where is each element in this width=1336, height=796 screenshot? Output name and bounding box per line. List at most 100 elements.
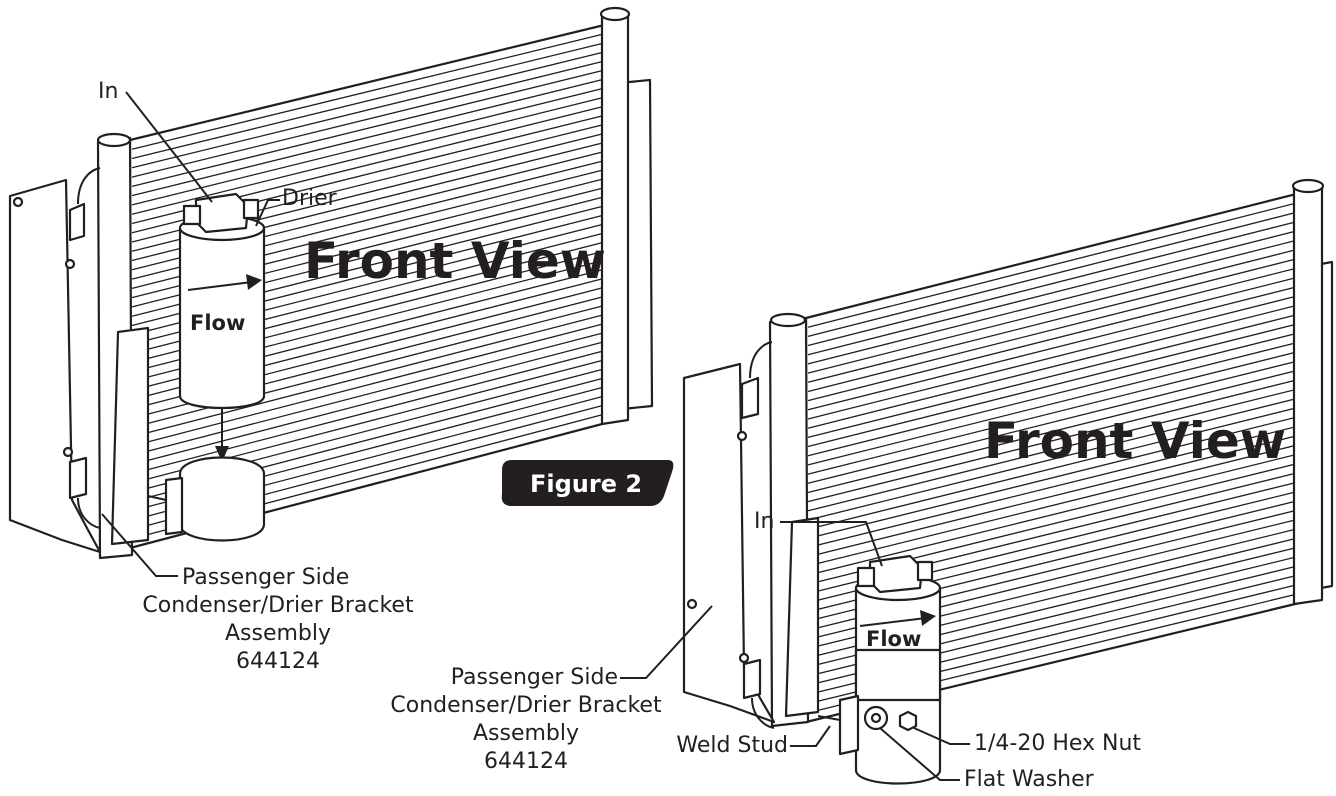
condenser-fin — [131, 28, 625, 150]
left-top-fitting — [68, 202, 86, 242]
condenser-fin — [807, 429, 1320, 558]
left-bracket-arm — [110, 326, 150, 546]
condenser-fin — [131, 55, 625, 178]
left-bracket-bolt-low — [62, 446, 74, 458]
left-down-arrowhead — [215, 446, 229, 462]
left-right-tank-cap — [599, 6, 631, 22]
right-washer-leader — [879, 727, 960, 781]
right-bracket-bolt-low — [686, 598, 698, 610]
left-flow-arrowhead — [246, 274, 262, 290]
left-top-pipe — [77, 167, 101, 205]
condenser-fin — [131, 64, 625, 188]
condenser-fin — [807, 448, 1320, 576]
condenser-fin — [807, 299, 1320, 429]
left-weld-stud — [147, 495, 167, 501]
right-bracket-arm — [784, 516, 820, 718]
left-clamp-tab — [164, 476, 184, 536]
right-right-tank-cap — [1291, 178, 1325, 194]
condenser-fin — [807, 233, 1320, 365]
condenser-fin — [131, 82, 625, 206]
condenser-fin — [807, 327, 1320, 457]
left-drier-canister — [178, 226, 266, 410]
hex-nut-icon — [898, 710, 918, 732]
condenser-fin — [807, 205, 1320, 338]
condenser-fin — [807, 345, 1320, 475]
condenser-fin — [131, 317, 625, 447]
right-drier-inlet-fitting — [856, 566, 876, 588]
figure-label: Figure 2 — [530, 470, 642, 498]
left-drier-label: Drier — [282, 186, 338, 211]
right-top-pipe — [749, 341, 773, 379]
right-view-title: Front View — [984, 412, 1286, 470]
condenser-fin — [131, 326, 625, 456]
left-bracket-line-2: Condenser/Drier Bracket — [142, 593, 414, 618]
washer-hole — [870, 712, 882, 724]
condenser-fin — [807, 280, 1320, 411]
left-flow-label: Flow — [190, 311, 245, 335]
condenser-fin — [807, 252, 1320, 383]
left-bracket-bolt-top — [12, 196, 24, 208]
right-weld-stud — [817, 715, 841, 721]
right-hex-nut-label: 1/4-20 Hex Nut — [974, 731, 1141, 756]
left-drier-clamp — [178, 456, 266, 542]
right-washer-label: Flat Washer — [964, 767, 1095, 792]
right-tank-cap — [769, 312, 807, 328]
left-bracket-line-1: Passenger Side — [182, 565, 349, 590]
condenser-fin — [807, 224, 1320, 356]
left-bottom-fitting — [68, 456, 88, 500]
left-drier-leader — [255, 199, 280, 227]
condenser-fin — [807, 271, 1320, 402]
left-tank-cap — [96, 132, 132, 148]
arrow-right-icon — [859, 617, 927, 627]
left-view-title: Front View — [304, 232, 606, 290]
right-right-tank — [1292, 182, 1324, 606]
condenser-fin — [131, 308, 625, 438]
condenser-fin — [131, 335, 625, 466]
condenser-fin — [807, 289, 1320, 420]
left-drier-inlet-fitting — [182, 204, 202, 226]
right-drier-outlet-fitting — [916, 560, 934, 582]
right-bracket-line-1: Passenger Side — [451, 665, 618, 690]
condenser-fin — [807, 438, 1320, 567]
left-bracket-line-4: 644124 — [236, 649, 320, 674]
condenser-fin — [807, 383, 1320, 512]
condenser-fin — [807, 215, 1320, 347]
right-weld-stud-leader — [790, 725, 831, 747]
right-bracket-line-3: Assembly — [473, 721, 579, 746]
condenser-fin — [807, 336, 1320, 466]
condenser-fin — [131, 344, 625, 475]
left-drier-outlet-fitting — [242, 198, 260, 220]
condenser-fin — [807, 243, 1320, 374]
left-bottom-pipe — [77, 497, 101, 529]
condenser-fin — [807, 373, 1320, 503]
left-bracket-leader — [101, 513, 178, 577]
condenser-fin — [807, 261, 1320, 393]
left-in-leader — [125, 91, 213, 203]
right-bracket-plate — [682, 362, 776, 724]
left-right-tank — [600, 12, 630, 426]
figure-badge: Figure 2 — [501, 460, 674, 506]
right-in-leader — [780, 521, 883, 567]
right-bracket-leader — [620, 605, 713, 679]
left-labels: In Drier Front View Flow Passenger Side … — [98, 79, 606, 674]
condenser-fin — [807, 355, 1320, 484]
condenser-fin — [807, 317, 1320, 448]
right-bracket-bolt-mid — [736, 430, 748, 442]
right-clamp-tab — [838, 694, 860, 756]
condenser-fin — [807, 308, 1320, 439]
left-in-label: In — [98, 79, 118, 104]
left-assembly — [8, 6, 654, 577]
condenser-fin — [131, 37, 625, 160]
condenser-fin — [131, 91, 625, 215]
right-hex-nut-leader — [913, 727, 970, 745]
condenser-fin — [807, 401, 1320, 530]
right-drier-head — [868, 554, 924, 594]
right-weld-stud-label: Weld Stud — [676, 733, 788, 758]
arrow-right-icon — [187, 281, 253, 291]
left-bracket-bolt-mid — [64, 258, 76, 270]
right-flow-label: Flow — [866, 627, 921, 651]
right-flow-arrowhead — [920, 610, 936, 626]
condenser-fin — [807, 410, 1320, 540]
condenser-fin — [131, 73, 625, 197]
